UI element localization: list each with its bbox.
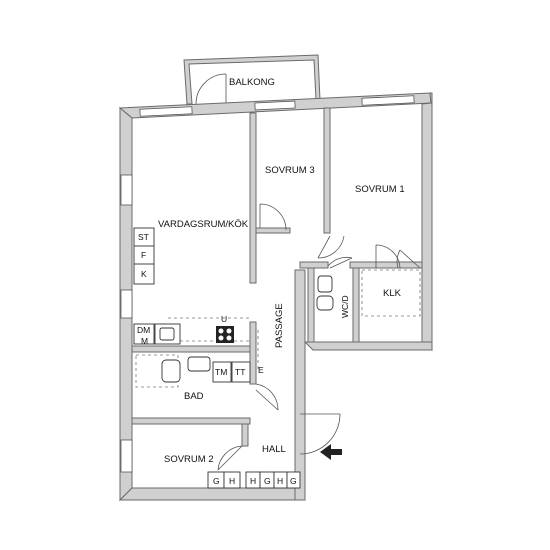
bath-dashed — [135, 354, 179, 388]
label-dm: DM — [137, 325, 150, 335]
wc — [316, 275, 334, 311]
label-klk: KLK — [383, 288, 402, 299]
wall-bed2-right — [241, 423, 249, 447]
wardrobes — [207, 471, 301, 489]
label-hall: HALL — [262, 444, 286, 455]
wall-wc-top-b — [349, 261, 423, 269]
bath-toilet — [161, 359, 181, 383]
sink-basin — [159, 327, 175, 341]
label-f: F — [141, 250, 146, 260]
door-wc — [327, 257, 353, 269]
label-tt: TT — [235, 367, 245, 377]
hall-right-wall — [294, 269, 306, 501]
washing-machine — [212, 361, 232, 383]
wall-bath-right — [249, 321, 257, 385]
window-bedroom3 — [254, 100, 296, 111]
wardrobe-label-g-1: G — [213, 476, 220, 486]
klk-dashed — [361, 269, 421, 317]
bath-washbasin — [187, 356, 211, 372]
label-sovrum3: SOVRUM 3 — [265, 165, 315, 176]
balcony-railing — [183, 54, 321, 105]
balcony-door-swing — [195, 73, 227, 105]
window-bedroom2 — [120, 439, 133, 473]
label-u: U — [221, 314, 227, 324]
bottom-wall — [118, 487, 301, 501]
label-m: M — [141, 336, 148, 346]
wc-bottom-wall — [303, 341, 433, 351]
door-bath — [255, 383, 279, 411]
wall-wc-top-a — [299, 261, 329, 269]
wall-bed3-bed1 — [323, 107, 331, 234]
kitchen-tall-units — [133, 227, 155, 285]
wall-bath-bottom — [131, 417, 251, 425]
wardrobe-label-h-2: H — [250, 476, 256, 486]
label-bad: BAD — [184, 391, 204, 402]
door-klk-right — [396, 249, 421, 269]
wardrobe-label-g-3: G — [290, 476, 297, 486]
label-sovrum1: SOVRUM 1 — [355, 184, 405, 195]
cooktop-icon — [216, 326, 234, 343]
door-bedroom1 — [317, 235, 345, 259]
door-entrance — [299, 413, 341, 455]
door-klk-left — [375, 244, 401, 269]
tumble-dryer — [231, 361, 251, 383]
wc-toilet — [316, 295, 334, 311]
label-wc: WC/D — [340, 295, 350, 318]
label-vardagsrum: VARDAGSRUM/KÖK — [158, 219, 249, 230]
wardrobe-g-3 — [286, 471, 301, 489]
right-wall — [421, 92, 433, 352]
entrance-arrow-icon — [320, 444, 342, 460]
bathroom — [161, 356, 251, 383]
balcony — [183, 54, 321, 105]
wardrobe-label-h-3: H — [277, 476, 283, 486]
doors — [217, 203, 421, 471]
wardrobe-label-g-2: G — [264, 476, 271, 486]
dashed-outlines — [135, 269, 421, 388]
dishwasher-unit — [133, 323, 155, 345]
interior-walls — [131, 107, 423, 447]
wall-living-bed3 — [249, 112, 257, 284]
labels: BALKONG SOVRUM 3 SOVRUM 1 VARDAGSRUM/KÖK… — [137, 77, 405, 486]
label-k: K — [141, 269, 147, 279]
window-living-left — [120, 174, 133, 206]
label-sovrum2: SOVRUM 2 — [164, 454, 214, 465]
wardrobe-label-h-1: H — [229, 476, 235, 486]
wall-bed3-bottom-a — [255, 227, 291, 234]
wall-bath-top — [131, 345, 251, 353]
label-passage: PASSAGE — [274, 303, 285, 348]
outer-walls — [118, 92, 433, 502]
window-kitchen-left — [120, 289, 133, 319]
label-balkong: BALKONG — [229, 77, 275, 88]
window-living-top — [139, 106, 193, 117]
door-bedroom2 — [217, 445, 243, 471]
label-e: E — [258, 365, 264, 375]
wall-wc-klk — [352, 267, 360, 343]
windows — [120, 95, 415, 473]
label-st: ST — [138, 232, 149, 242]
label-tm: TM — [215, 367, 227, 377]
window-bedroom1 — [361, 95, 415, 106]
door-bedroom3 — [259, 203, 287, 231]
wardrobe-h-1 — [223, 471, 241, 489]
kitchen — [133, 227, 234, 345]
wall-wc-left — [307, 267, 315, 343]
wc-washbasin — [317, 275, 333, 293]
